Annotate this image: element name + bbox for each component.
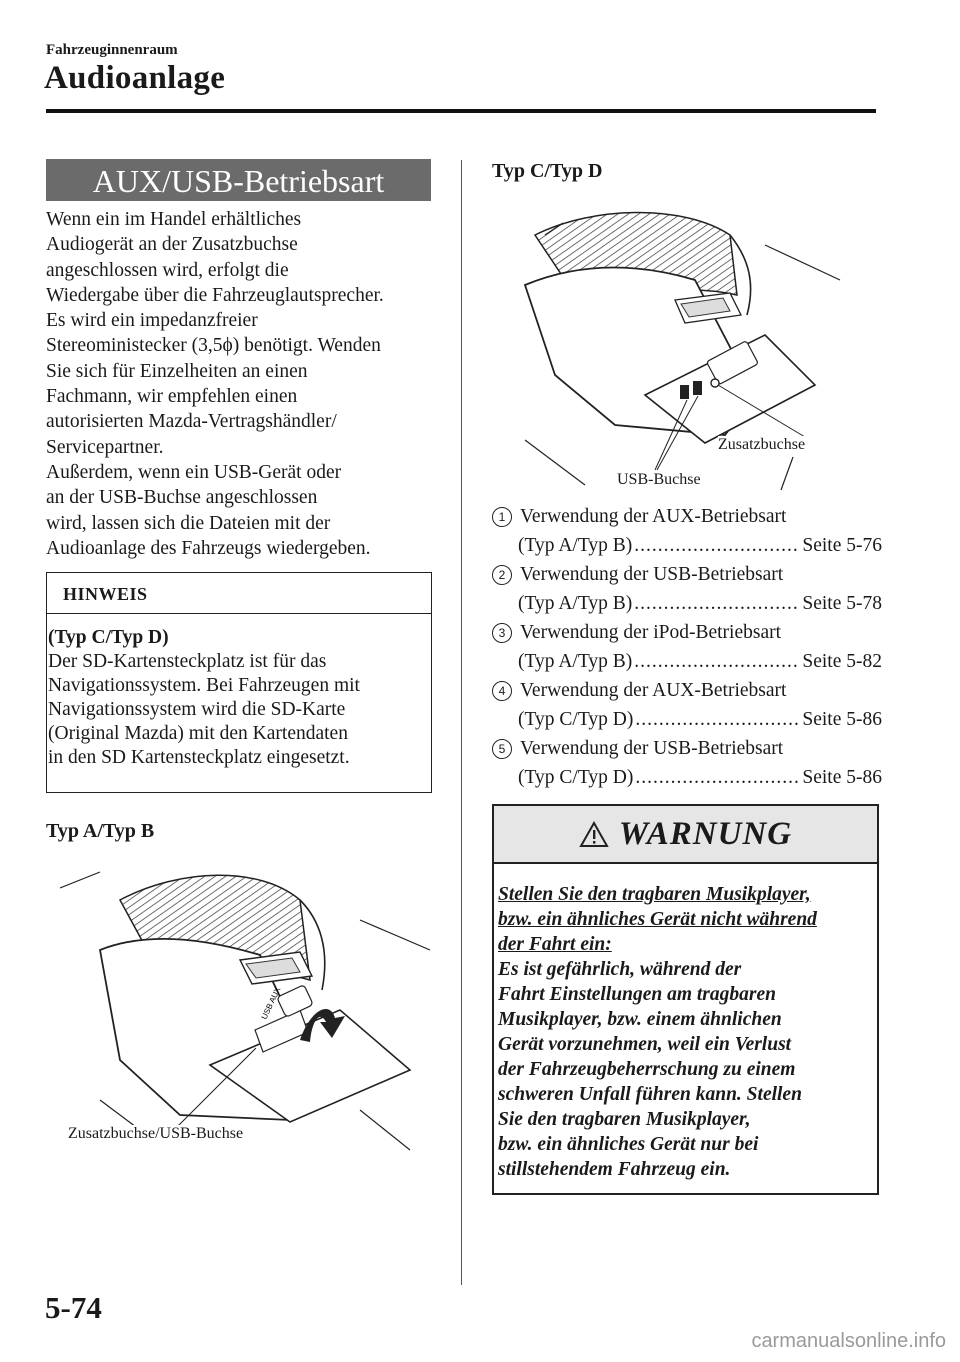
reference-item: 4 Verwendung der AUX-Betriebsart (Typ C/T… — [492, 677, 882, 735]
intro-line: Audiogerät an der Zusatzbuchse — [46, 234, 298, 256]
number-circle: 4 — [492, 681, 512, 701]
number-circle: 3 — [492, 623, 512, 643]
warning-line: stillstehendem Fahrzeug ein. — [498, 1159, 731, 1180]
number-circle: 1 — [492, 507, 512, 527]
reference-title: Verwendung der USB-Betriebsart — [520, 738, 784, 759]
warning-heading-line: der Fahrt ein: — [498, 934, 612, 955]
page-title: Audioanlage — [44, 60, 226, 96]
intro-line: Fachmann, wir empfehlen einen — [46, 386, 298, 408]
number-circle: 5 — [492, 739, 512, 759]
intro-line: wird, lassen sich die Dateien mit der — [46, 512, 331, 534]
reference-page: Seite 5-78 — [802, 593, 882, 614]
note-box: HINWEIS (Typ C/Typ D) Der SD-Kartensteck… — [46, 572, 432, 793]
reference-title: Verwendung der iPod-Betriebsart — [520, 622, 782, 643]
section-banner: AUX/USB-Betriebsart — [46, 159, 431, 201]
intro-line: Es wird ein impedanzfreier — [46, 310, 258, 332]
page-number: 5-74 — [45, 1290, 102, 1325]
note-subheading: (Typ C/Typ D) — [48, 627, 169, 648]
warning-line: bzw. ein ähnliches Gerät nur bei — [498, 1134, 759, 1155]
note-heading: HINWEIS — [47, 573, 431, 614]
warning-line: der Fahrzeugbeherrschung zu einem — [498, 1059, 796, 1080]
warning-line: Es ist gefährlich, während der — [498, 959, 742, 980]
reference-page: Seite 5-86 — [802, 767, 882, 788]
figure-label-ab: Typ A/Typ B — [46, 820, 155, 842]
section-label: Fahrzeuginnenraum — [46, 42, 178, 58]
caption-aux: Zusatzbuchse — [718, 436, 806, 454]
intro-line: angeschlossen wird, erfolgt die — [46, 259, 289, 281]
column-divider — [461, 160, 462, 1285]
note-line: in den SD Kartensteckplatz eingesetzt. — [48, 747, 350, 768]
header-rule — [46, 109, 876, 113]
console-illustration-ab: USB AUX — [60, 871, 431, 1151]
intro-line: Audioanlage des Fahrzeugs wiedergeben. — [46, 537, 371, 559]
intro-line: an der USB-Buchse angeschlossen — [46, 487, 318, 509]
caption-usb: USB-Buchse — [617, 471, 701, 489]
warning-line: Sie den tragbaren Musikplayer, — [498, 1109, 751, 1130]
reference-mode: (Typ A/Typ B) — [518, 535, 633, 556]
reference-item: 2 Verwendung der USB-Betriebsart (Typ A/T… — [492, 561, 882, 619]
intro-line: Sie sich für Einzelheiten an einen — [46, 360, 308, 382]
warning-heading-line: bzw. ein ähnliches Gerät nicht während — [498, 909, 817, 930]
note-line: Navigationssystem. Bei Fahrzeugen mit — [48, 675, 360, 696]
warning-heading-line: Stellen Sie den tragbaren Musikplayer, — [498, 884, 811, 905]
warning-line: Fahrt Einstellungen am tragbaren — [498, 984, 776, 1005]
reference-title: Verwendung der AUX-Betriebsart — [520, 680, 787, 701]
reference-page: Seite 5-86 — [802, 709, 882, 730]
warning-line: Musikplayer, bzw. einem ähnlichen — [498, 1009, 782, 1030]
reference-item: 1 Verwendung der AUX-Betriebsart (Typ A/T… — [492, 503, 882, 561]
reference-item: 5 Verwendung der USB-Betriebsart (Typ C/T… — [492, 735, 882, 793]
figure-label-cd: Typ C/Typ D — [492, 160, 603, 182]
note-line: Navigationssystem wird die SD-Karte — [48, 699, 346, 720]
warning-triangle-icon — [579, 820, 609, 847]
intro-line: autorisierten Mazda-Vertragshändler/ — [46, 411, 337, 433]
reference-title: Verwendung der USB-Betriebsart — [520, 564, 784, 585]
note-line: (Original Mazda) mit den Kartendaten — [48, 723, 348, 744]
console-illustration-cd — [523, 211, 841, 491]
intro-line: Wiedergabe über die Fahrzeuglautsprecher… — [46, 284, 384, 306]
intro-line: Wenn ein im Handel erhältliches — [46, 209, 302, 230]
intro-line: Servicepartner. — [46, 436, 164, 458]
number-circle: 2 — [492, 565, 512, 585]
reference-mode: (Typ C/Typ D) — [518, 767, 634, 788]
warning-box: WARNUNG Stellen Sie den tragbaren Musikp… — [492, 804, 879, 1195]
reference-title: Verwendung der AUX-Betriebsart — [520, 506, 787, 527]
reference-mode: (Typ A/Typ B) — [518, 593, 633, 614]
intro-line: Stereoministecker (3,5ϕ) benötigt. Wende… — [46, 335, 381, 357]
intro-line: Außerdem, wenn ein USB-Gerät oder — [46, 461, 342, 483]
reference-item: 3 Verwendung der iPod-Betriebsart (Typ A/… — [492, 619, 882, 677]
intro-paragraph: Wenn ein im Handel erhältliches Audioger… — [46, 207, 438, 561]
reference-mode: (Typ A/Typ B) — [518, 651, 633, 672]
figure-caption-ab: Zusatzbuchse/USB-Buchse — [68, 1125, 244, 1143]
warning-line: Gerät vorzunehmen, weil ein Verlust — [498, 1034, 792, 1055]
warning-line: schweren Unfall führen kann. Stellen — [498, 1084, 802, 1105]
reference-page: Seite 5-76 — [802, 535, 882, 556]
watermark: carmanualsonline.info — [751, 1330, 946, 1352]
reference-mode: (Typ C/Typ D) — [518, 709, 634, 730]
warning-title: WARNUNG — [618, 815, 793, 852]
note-line: Der SD-Kartensteckplatz ist für das — [48, 651, 327, 672]
reference-page: Seite 5-82 — [802, 651, 882, 672]
